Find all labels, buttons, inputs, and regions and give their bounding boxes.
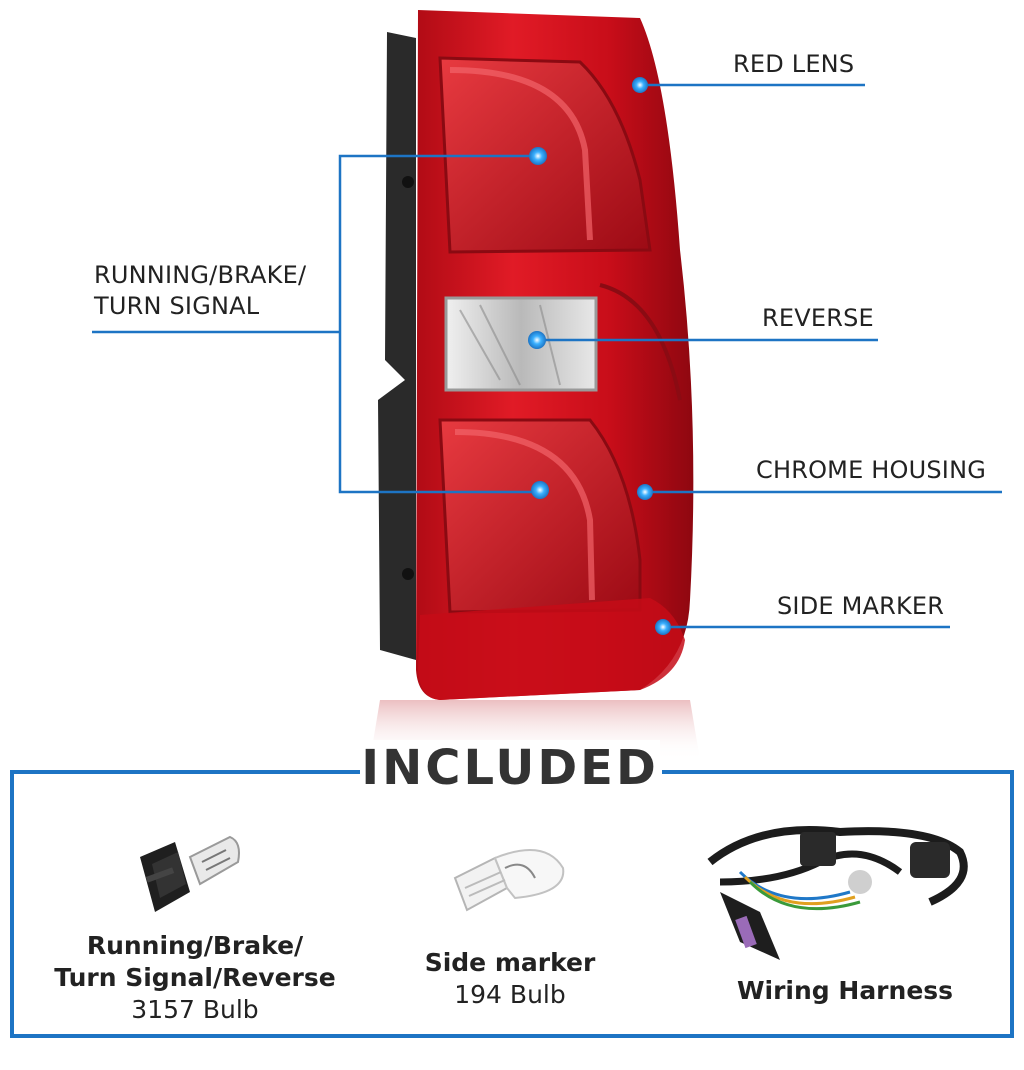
- item-harness-name: Wiring Harness: [736, 976, 954, 1005]
- running-brake-line: [338, 154, 540, 494]
- wiring-harness-image: [707, 826, 968, 960]
- item-caption-3157: Running/Brake/ Turn Signal/Reverse 3157 …: [40, 930, 350, 1026]
- callout-reverse: REVERSE: [762, 304, 874, 332]
- running-brake-upper-dot: [529, 147, 547, 165]
- lamp-side-marker-area: [418, 598, 685, 700]
- callout-running-brake-turn: RUNNING/BRAKE/ TURN SIGNAL: [94, 261, 307, 320]
- lamp-back-housing: [378, 32, 416, 660]
- bulb-194-image: [453, 849, 565, 912]
- lamp-reverse-section: [444, 296, 598, 392]
- included-box: [10, 772, 1014, 1038]
- item-3157-name-line2: Turn Signal/Reverse: [54, 963, 336, 992]
- item-caption-harness: Wiring Harness: [710, 975, 980, 1007]
- callout-red-lens: RED LENS: [733, 50, 855, 78]
- included-box-top-right: [662, 770, 1014, 774]
- running-brake-lower-dot: [531, 481, 549, 499]
- item-194-name: Side marker: [424, 948, 596, 977]
- side-marker-dot: [655, 619, 671, 635]
- chrome-housing-dot: [637, 484, 653, 500]
- callout-lines: [92, 83, 1002, 629]
- item-caption-194: Side marker 194 Bulb: [395, 947, 625, 1011]
- reverse-dot: [528, 331, 546, 349]
- callout-dots: [528, 77, 671, 635]
- callout-chrome-housing: CHROME HOUSING: [756, 456, 987, 484]
- callout-side-marker: SIDE MARKER: [777, 592, 945, 620]
- item-194-spec: 194 Bulb: [454, 980, 566, 1009]
- tail-lamp-illustration: [92, 10, 1002, 760]
- item-3157-spec: 3157 Bulb: [131, 995, 259, 1024]
- red-lens-dot: [632, 77, 648, 93]
- bulb-3157-image: [140, 835, 240, 912]
- item-3157-name-line1: Running/Brake/: [86, 931, 304, 960]
- included-title: INCLUDED: [360, 740, 660, 796]
- included-box-top-left: [10, 770, 362, 774]
